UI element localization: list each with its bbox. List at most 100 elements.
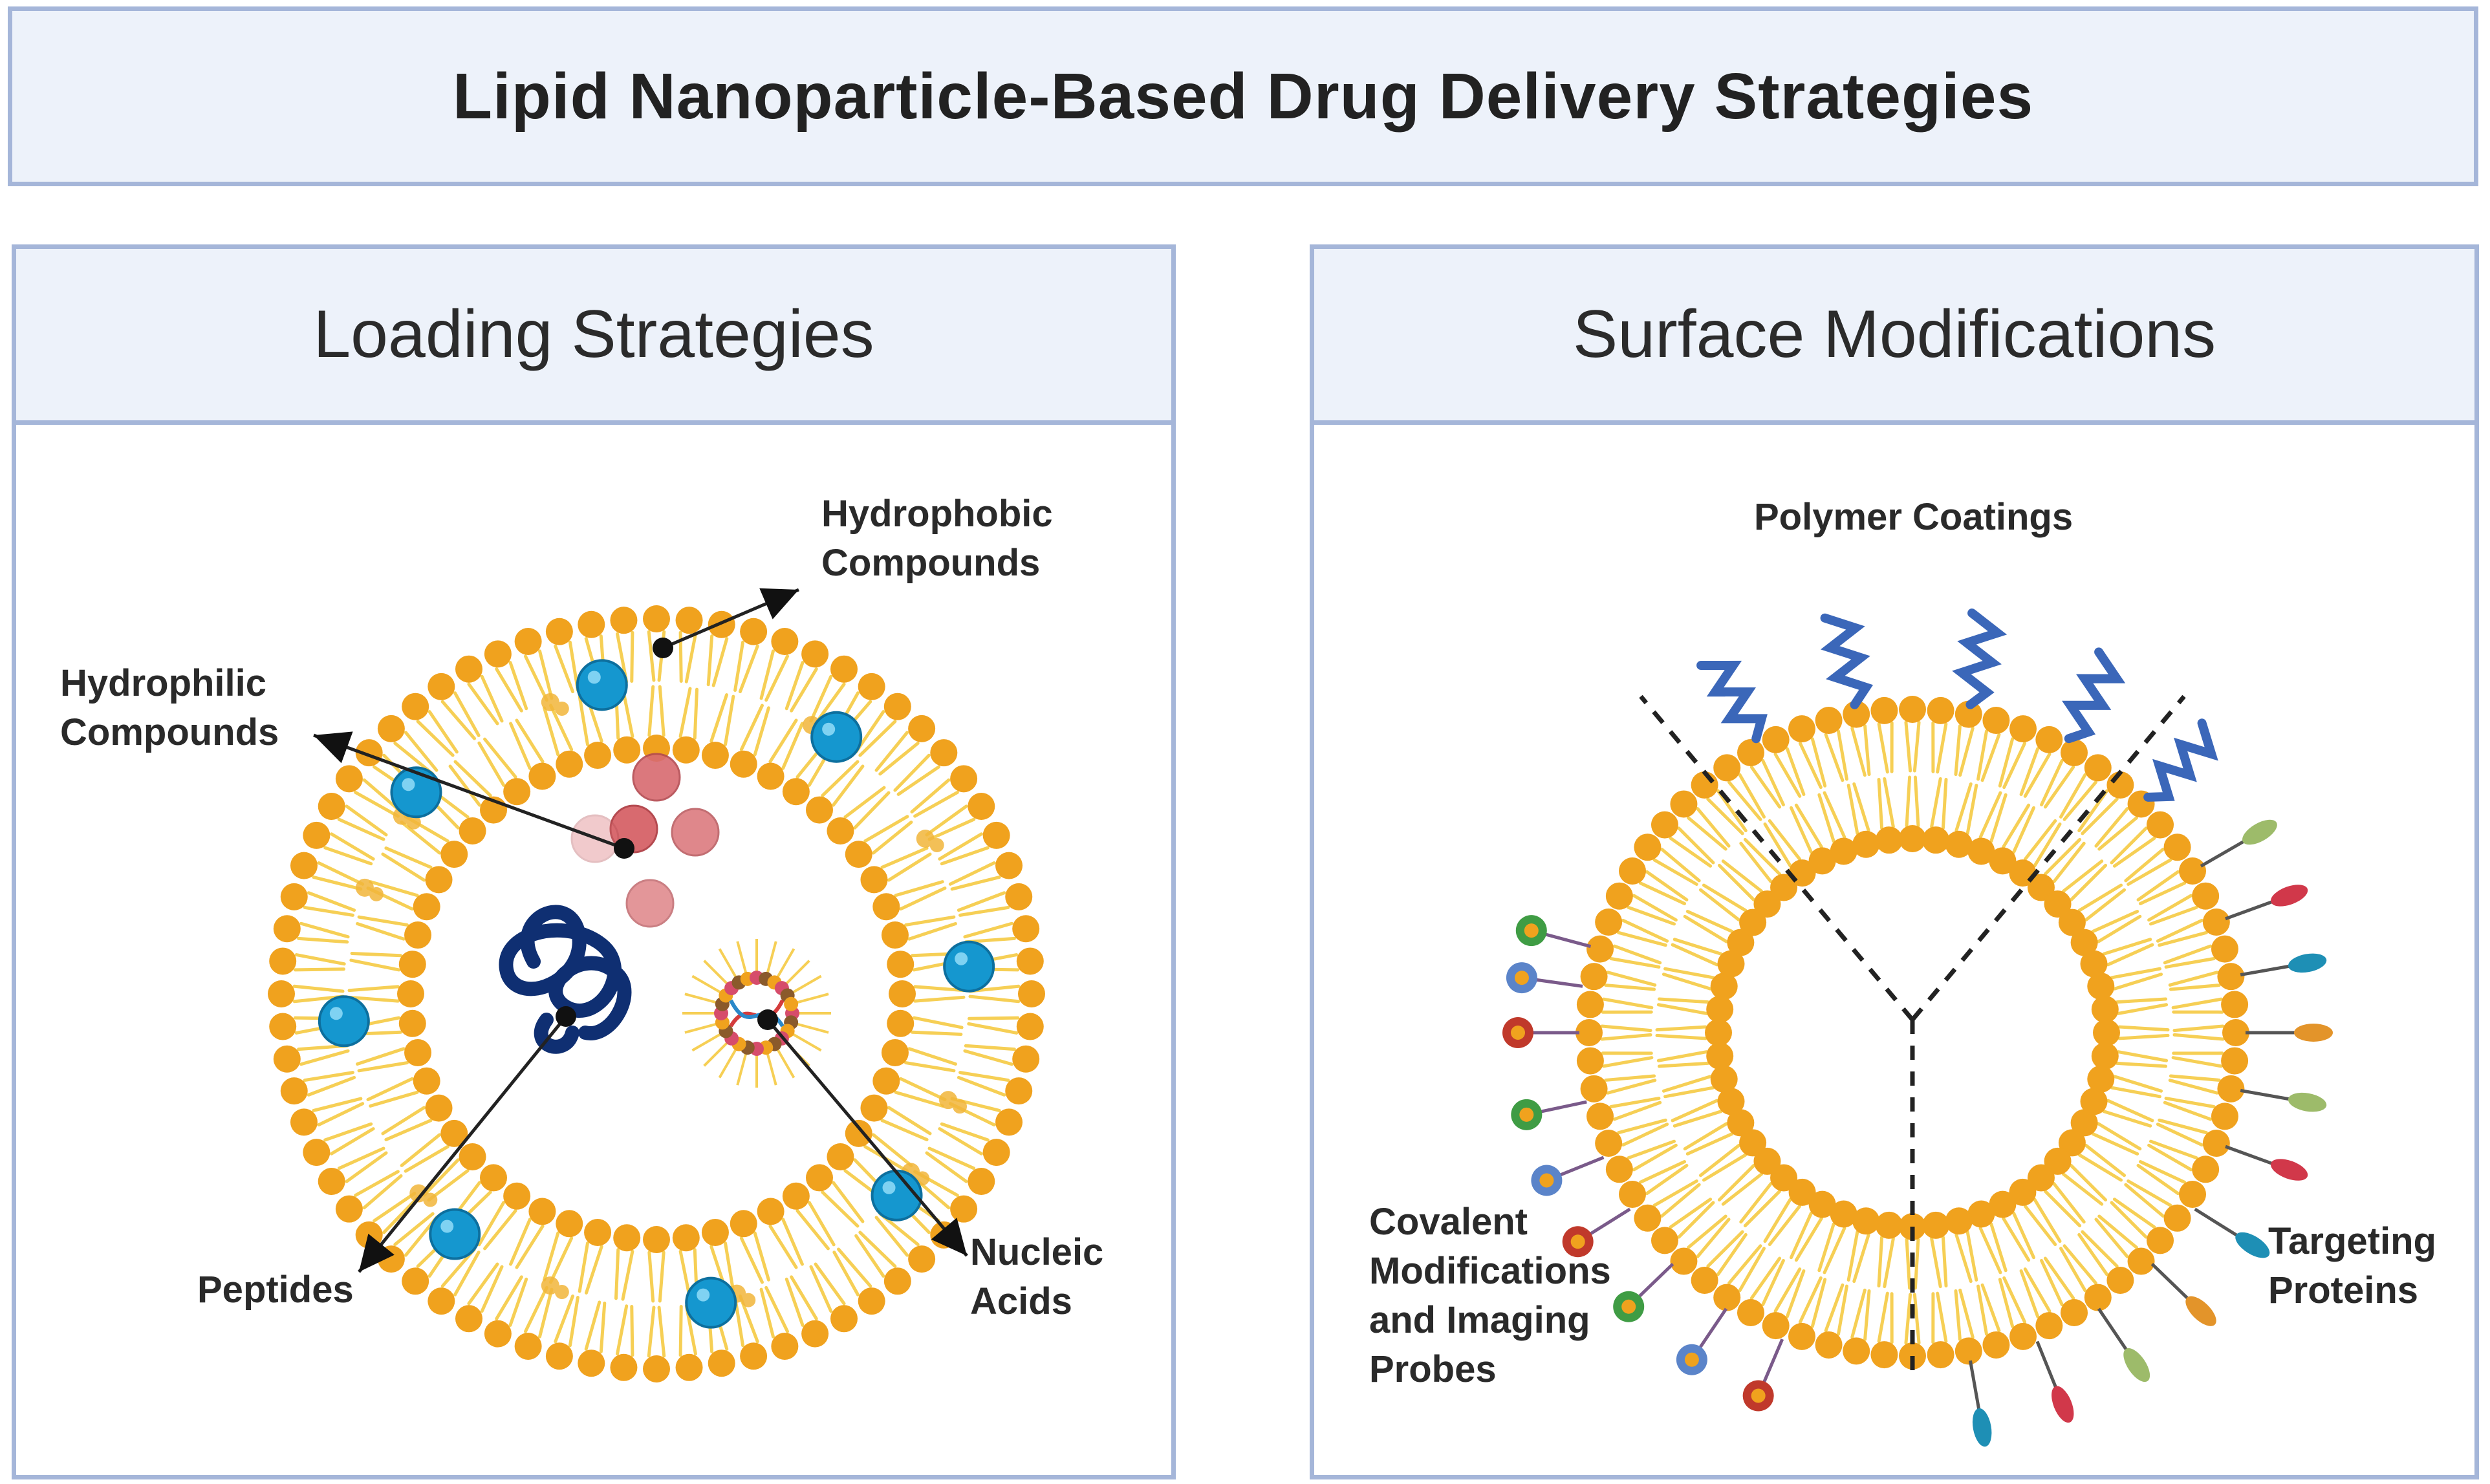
title-banner: Lipid Nanoparticle-Based Drug Delivery S… [8, 6, 2478, 186]
hydrophilic-compounds [570, 753, 720, 928]
probe-core [1751, 1388, 1766, 1403]
label-line: Modifications [1369, 1250, 1611, 1292]
polymer-chain [1952, 608, 2008, 709]
label-line: Targeting [2268, 1220, 2436, 1262]
lipid-tails [1600, 720, 2225, 1345]
label-line: Covalent [1369, 1201, 1528, 1243]
sphere-highlight [822, 722, 836, 736]
protein-head [2235, 1232, 2270, 1258]
label-line: Proteins [2268, 1269, 2419, 1311]
label-line: Acids [970, 1280, 1072, 1322]
surface-panel-body: Polymer Coatings Covalent Modifications … [1314, 425, 2474, 1475]
lipid-heads [268, 605, 1045, 1382]
hydrophobic-sphere [429, 1208, 481, 1260]
protein-head [2288, 953, 2327, 973]
loading-panel-title: Loading Strategies [313, 297, 874, 372]
label-polymer-coatings: Polymer Coatings [1754, 493, 2073, 542]
peptide-chain [499, 905, 632, 1054]
sector-dividers [1639, 694, 2186, 1372]
label-nucleic-acids: Nucleic Acids [970, 1228, 1103, 1326]
nucleic-acids-arrow [757, 1009, 968, 1257]
micelle-head [784, 996, 799, 1011]
polymer-chain [2143, 718, 2218, 802]
label-line: Hydrophobic [821, 493, 1053, 535]
surface-modifications-panel: Surface Modifications Polymer Coatings C… [1310, 244, 2479, 1479]
probe-core [1539, 1173, 1554, 1188]
hydrophobic-sphere [318, 995, 370, 1048]
label-hydrophobic-compounds: Hydrophobic Compounds [821, 489, 1053, 588]
pointer-dot [653, 638, 673, 658]
label-line: Probes [1369, 1348, 1497, 1390]
probe-core [1524, 923, 1539, 938]
label-line: Nucleic [970, 1231, 1104, 1273]
pointer-dot [757, 1009, 778, 1030]
probe-core [1684, 1352, 1699, 1367]
protein-head [2271, 885, 2308, 907]
probe-core [1621, 1299, 1636, 1314]
membrane-drug-molecules [338, 693, 968, 1307]
label-line: Compounds [60, 711, 279, 753]
sphere-highlight [440, 1220, 454, 1233]
hydrophobic-arrow [653, 588, 799, 658]
nucleic-acid-complex [682, 939, 831, 1088]
loading-panel-header: Loading Strategies [16, 249, 1171, 425]
sphere-highlight [402, 778, 415, 791]
label-covalent-modifications: Covalent Modifications and Imaging Probe… [1369, 1198, 1611, 1394]
peptides-arrow [358, 1006, 576, 1273]
protein-head [2052, 1386, 2074, 1423]
label-targeting-proteins: Targeting Proteins [2268, 1217, 2436, 1315]
loading-panel-body: Hydrophobic Compounds Hydrophilic Compou… [16, 425, 1171, 1475]
loading-strategies-panel: Loading Strategies Hydrophobic Compounds… [12, 244, 1176, 1479]
hydrophobic-sphere [576, 659, 628, 711]
protein-head [1972, 1408, 1992, 1447]
hydrophobic-sphere [943, 940, 995, 993]
label-line: Polymer Coatings [1754, 496, 2073, 538]
hydrophilic-sphere [625, 879, 675, 928]
pointer-dot [556, 1006, 576, 1027]
sphere-highlight [329, 1007, 343, 1020]
hydrophobic-compounds [318, 659, 995, 1329]
sphere-highlight [955, 952, 968, 965]
sphere-highlight [697, 1288, 710, 1302]
arrowhead [931, 1218, 967, 1256]
label-line: and Imaging [1369, 1299, 1590, 1341]
lipid-bilayer [268, 605, 1045, 1382]
hydrophobic-sphere [685, 1276, 737, 1329]
lipid-tails [292, 630, 1021, 1358]
protein-head [2123, 1348, 2150, 1382]
protein-head [2185, 1296, 2216, 1326]
targeting-proteins [1968, 819, 2333, 1447]
polymer-chain [2062, 647, 2126, 744]
label-hydrophilic-compounds: Hydrophilic Compounds [60, 659, 279, 757]
arrowhead [359, 1233, 395, 1272]
protein-head [2294, 1024, 2333, 1042]
polymer-coatings [1696, 608, 2218, 802]
label-line: Peptides [197, 1269, 354, 1311]
protein-head [2242, 819, 2277, 845]
hydrophilic-arrow [313, 731, 634, 859]
polymer-chain [1696, 660, 1768, 744]
covalent-modifications [1502, 915, 1784, 1412]
surface-nanoparticle-diagram [1502, 608, 2333, 1447]
label-line: Hydrophilic [60, 662, 267, 704]
surface-panel-header: Surface Modifications [1314, 249, 2474, 425]
protein-head [2288, 1092, 2327, 1112]
loading-nanoparticle-diagram [268, 588, 1045, 1382]
probe-core [1570, 1234, 1585, 1249]
hydrophobic-sphere [810, 711, 863, 763]
hydrophilic-sphere [632, 753, 681, 802]
sphere-highlight [587, 671, 601, 684]
sphere-highlight [882, 1181, 896, 1194]
probe-core [1514, 971, 1529, 985]
label-peptides: Peptides [197, 1265, 354, 1315]
main-title: Lipid Nanoparticle-Based Drug Delivery S… [452, 59, 2034, 133]
hydrophilic-sphere [671, 808, 720, 857]
polymer-chain [1820, 613, 1874, 709]
protein-head [2271, 1159, 2308, 1181]
probe-core [1511, 1026, 1525, 1040]
arrowhead [759, 588, 799, 619]
pointer-dot [614, 838, 634, 859]
hydrophobic-sphere [390, 766, 442, 819]
surface-panel-title: Surface Modifications [1572, 297, 2216, 372]
label-line: Compounds [821, 542, 1041, 584]
